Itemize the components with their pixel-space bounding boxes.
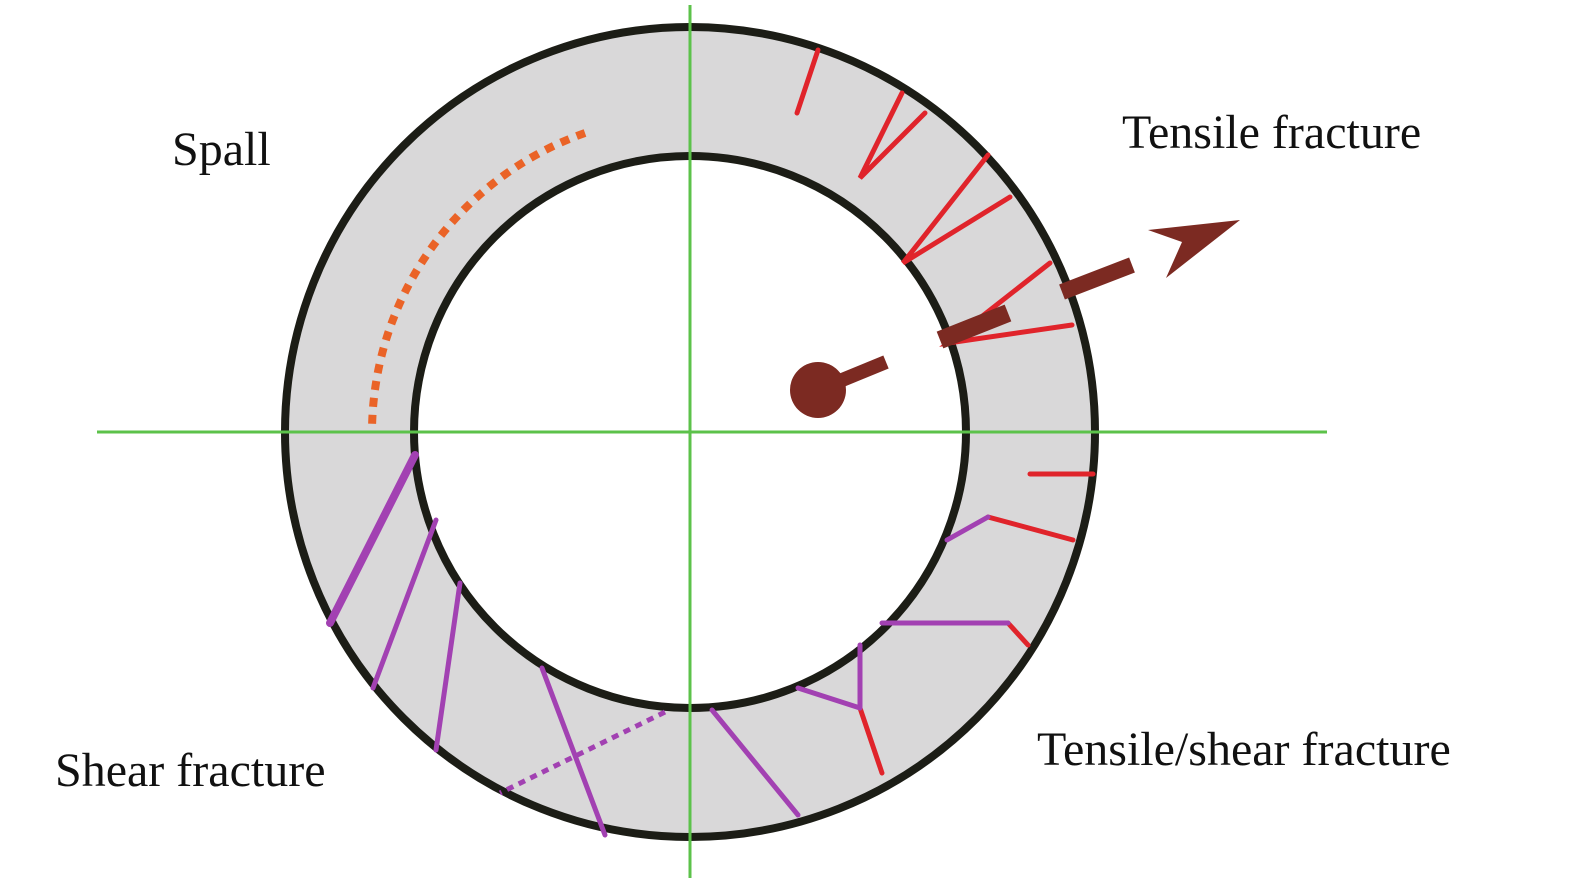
arrow-segment [936, 304, 1012, 349]
label-tensile-shear-fracture: Tensile/shear fracture [1037, 723, 1451, 776]
tensile-cracks [794, 47, 1096, 776]
label-spall: Spall [172, 123, 271, 176]
tensile-crack [901, 152, 1013, 266]
shear-crack [539, 665, 608, 838]
direction-arrow [790, 220, 1240, 418]
tensile-crack [857, 705, 885, 776]
shear-crack [326, 451, 419, 627]
spall-arc [368, 129, 587, 431]
arrow-origin [790, 362, 846, 418]
label-shear-fracture: Shear fracture [55, 744, 326, 797]
axes [97, 5, 1327, 878]
tensile-crack [985, 514, 1076, 543]
tensile-crack [794, 47, 821, 116]
shear-crack [370, 517, 439, 691]
shear-crack [944, 514, 991, 543]
shear-cracks [326, 451, 1011, 838]
shear-crack [433, 580, 463, 753]
arrow-head [1148, 220, 1240, 278]
shear-crack [795, 685, 863, 711]
shear-crack [709, 707, 801, 818]
arrow-segment [1059, 257, 1135, 300]
arrow-segment [827, 355, 889, 392]
tensile-crack [1005, 620, 1031, 648]
label-tensile-fracture: Tensile fracture [1122, 106, 1421, 159]
shear-crack-dotted [498, 709, 667, 796]
tensile-crack [857, 90, 928, 180]
